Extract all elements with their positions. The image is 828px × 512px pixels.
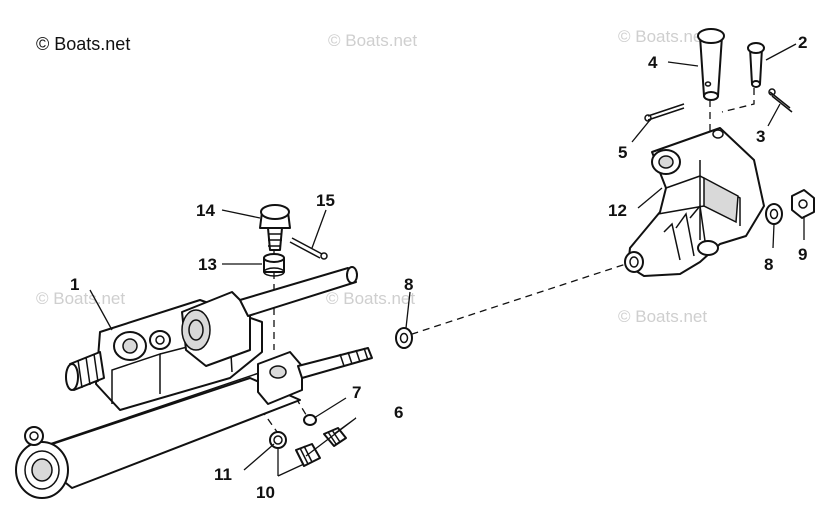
copyright-text: © Boats.net [36, 34, 130, 54]
leader-line-1 [89, 289, 113, 331]
fitting-6 [323, 427, 347, 447]
cotter-pin-15 [289, 237, 328, 260]
callout-10: 10 [256, 483, 275, 502]
washer-7 [303, 414, 317, 426]
leader-line-3 [767, 103, 781, 127]
callout-8b: 8 [764, 255, 773, 274]
callout-13: 13 [198, 255, 217, 274]
bushing-13 [263, 253, 285, 277]
hex-nut [791, 189, 815, 219]
callout-9: 9 [798, 245, 807, 264]
watermark: © Boats.net [328, 31, 417, 50]
leader-line-7 [313, 397, 347, 419]
callout-14: 14 [196, 201, 215, 220]
small-pin [747, 42, 765, 88]
watermark: © Boats.net [326, 289, 415, 308]
washer-8-left [395, 327, 413, 349]
leader-line-12 [637, 187, 663, 209]
large-pin [697, 28, 725, 101]
washer-8-right [765, 203, 783, 225]
callout-4: 4 [648, 53, 658, 72]
callout-6: 6 [394, 403, 403, 422]
leader-line-8b [772, 223, 775, 249]
leader-line-4 [667, 61, 699, 67]
watermark: © Boats.net [618, 27, 707, 46]
watermark: © Boats.net [618, 307, 707, 326]
callout-3: 3 [756, 127, 765, 146]
leader-line-10 [277, 448, 305, 477]
mounting-bracket [624, 127, 765, 277]
leader-line-5 [631, 119, 651, 143]
cable-guide-assembly [15, 266, 373, 499]
callout-15: 15 [316, 191, 335, 210]
watermark: © Boats.net [36, 289, 125, 308]
callout-11: 11 [214, 465, 232, 484]
assembly-line [399, 261, 633, 339]
callout-5: 5 [618, 143, 627, 162]
callout-1: 1 [70, 275, 79, 294]
cotter-pin-3 [768, 88, 793, 113]
callout-2: 2 [798, 33, 807, 52]
leader-line-8 [405, 291, 411, 329]
callout-12: 12 [608, 201, 627, 220]
leader-line-11 [243, 443, 275, 471]
leader-line-6 [305, 417, 357, 457]
leader-line-2 [765, 43, 797, 61]
leader-line-15 [311, 209, 327, 249]
assembly-line [721, 88, 755, 113]
cotter-pin-5 [644, 103, 685, 122]
leader-line-14 [221, 209, 261, 219]
callout-8: 8 [404, 275, 413, 294]
bolt-14 [259, 204, 291, 251]
callout-7: 7 [352, 383, 361, 402]
